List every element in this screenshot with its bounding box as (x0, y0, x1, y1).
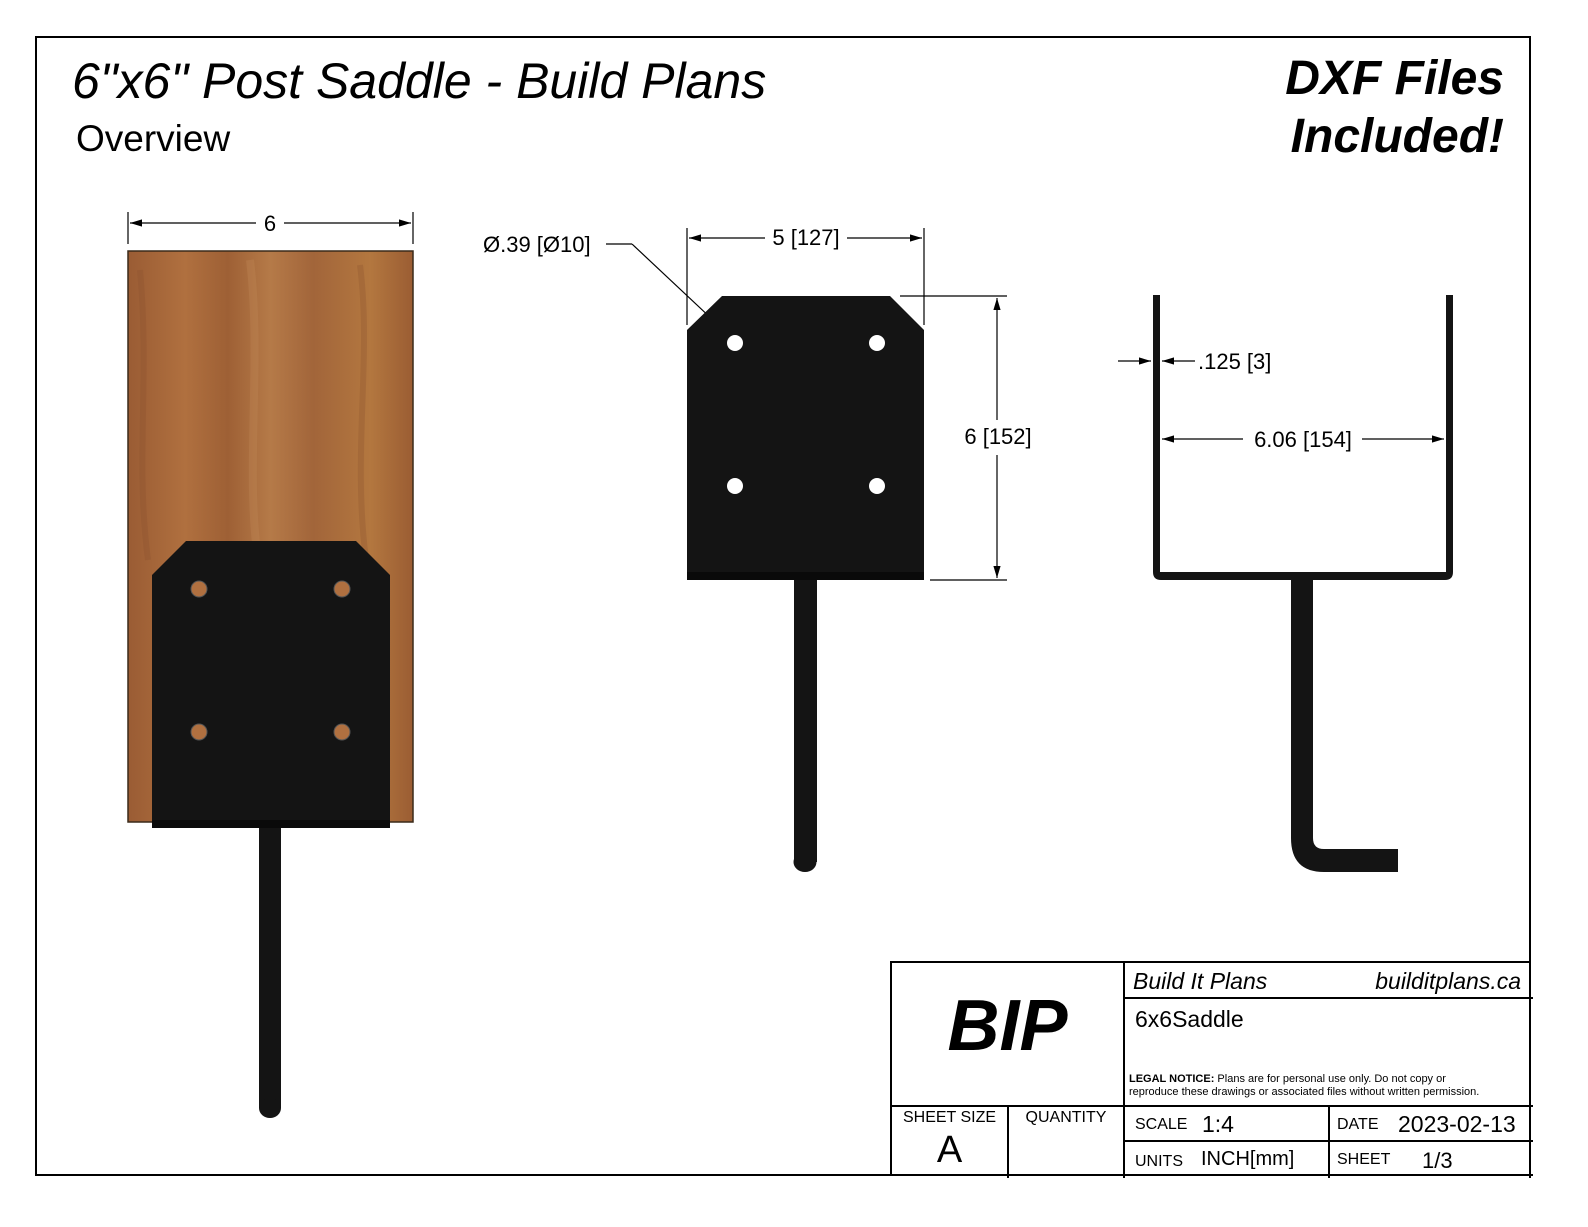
saddle-plate (152, 541, 390, 822)
date-label: DATE (1337, 1116, 1379, 1133)
saddle-rod (259, 828, 281, 1108)
legal-notice: LEGAL NOTICE: Plans are for personal use… (1129, 1073, 1529, 1099)
dxf-badge: DXF Files Included! (1204, 50, 1504, 166)
units-value: INCH[mm] (1201, 1148, 1295, 1170)
scale-label: SCALE (1135, 1116, 1188, 1133)
page-subtitle: Overview (76, 118, 231, 159)
sheet-size-label: SHEET SIZE (902, 1109, 997, 1126)
sheet-label: SHEET (1337, 1151, 1391, 1168)
legal-notice-line2: reproduce these drawings or associated f… (1129, 1086, 1480, 1098)
thickness-dimension: .125 [3] (1198, 349, 1271, 374)
hole-diameter-dimension: Ø.39 [Ø10] (483, 232, 591, 257)
date-value: 2023-02-13 (1398, 1111, 1516, 1137)
company-website: builditplans.ca (1375, 968, 1521, 994)
drawing-border (35, 36, 1531, 1176)
plate-height-dimension: 6 [152] (964, 424, 1031, 449)
sheet-value: 1/3 (1422, 1148, 1453, 1173)
front-saddle-plate (687, 296, 924, 574)
units-label: UNITS (1135, 1153, 1183, 1170)
scale-value: 1:4 (1202, 1111, 1234, 1137)
legal-notice-label: LEGAL NOTICE: (1129, 1073, 1215, 1085)
part-name: 6x6Saddle (1135, 1006, 1244, 1032)
front-rod (794, 580, 817, 862)
plate-width-dimension: 5 [127] (772, 225, 839, 250)
front-view: 5 [127] Ø.39 [Ø10] 6 [152] (483, 225, 1032, 872)
page-title: 6"x6" Post Saddle - Build Plans (72, 53, 767, 109)
side-view: .125 [3] 6.06 [154] (1118, 295, 1453, 872)
side-rod-hook (1291, 580, 1398, 872)
post-width-dimension: 6 (264, 211, 276, 236)
sheet-size-value: A (936, 1129, 963, 1171)
post-assembly-view: 6 (127, 211, 414, 1118)
dxf-badge-line1: DXF Files (1285, 52, 1504, 105)
title-block: BIP Build It Plans builditplans.ca 6x6Sa… (890, 961, 1533, 1178)
company-logo: BIP (947, 986, 1068, 1066)
dxf-badge-line2: Included! (1290, 110, 1504, 163)
inner-width-dimension: 6.06 [154] (1254, 427, 1352, 452)
legal-notice-line1: Plans are for personal use only. Do not … (1217, 1073, 1446, 1085)
company-name: Build It Plans (1133, 968, 1268, 994)
quantity-label: QUANTITY (1025, 1109, 1107, 1126)
saddle-base (152, 820, 390, 828)
